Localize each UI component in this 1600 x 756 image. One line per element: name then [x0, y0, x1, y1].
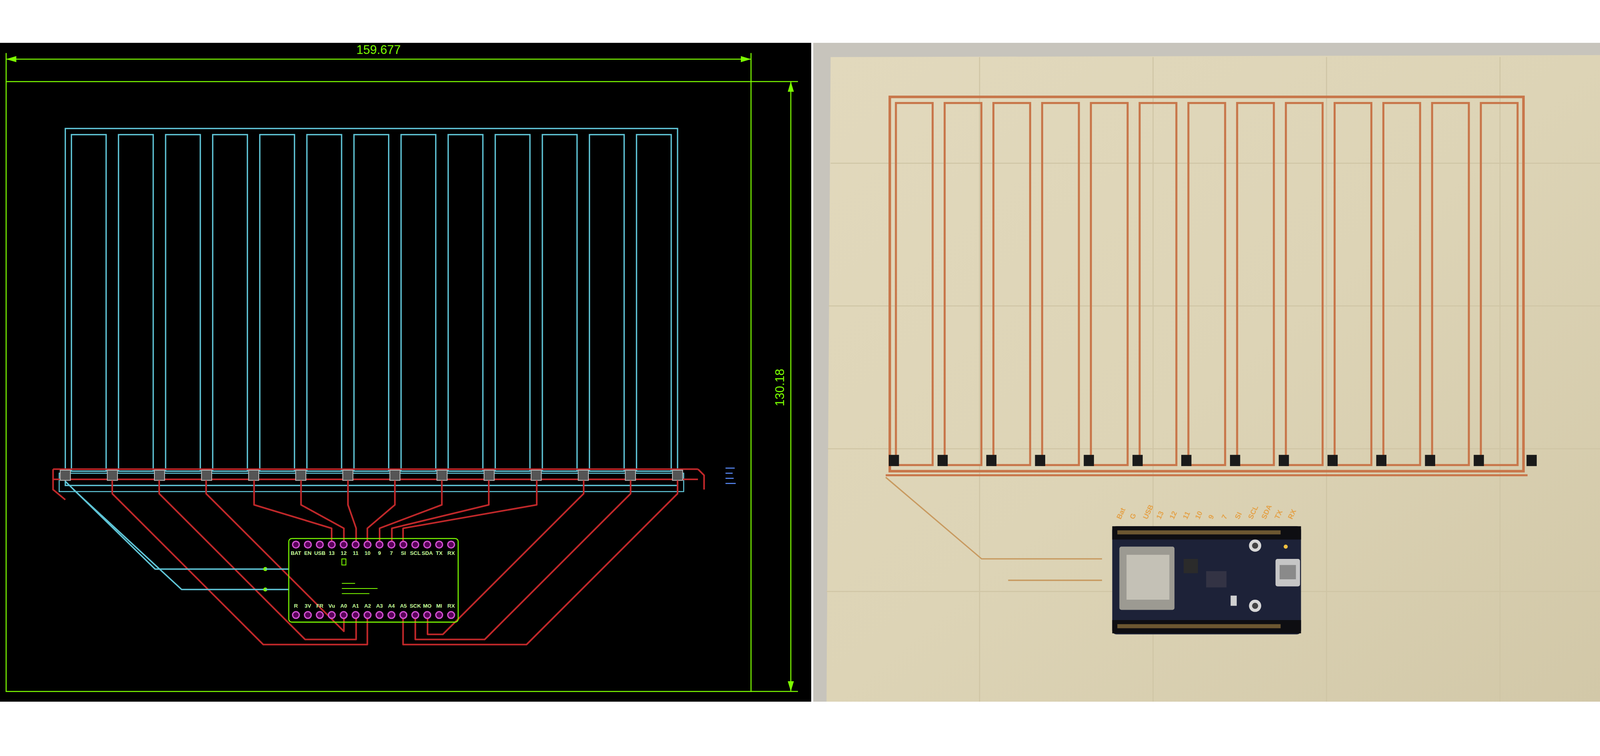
dimension-value: 130.18: [773, 366, 786, 409]
dimension-value: 159.677: [354, 44, 403, 57]
pin-label: FR: [316, 603, 324, 609]
feather-board: [1112, 526, 1302, 635]
pin-label: SI: [400, 550, 406, 556]
pin-label: RX: [447, 603, 455, 609]
pin-label: 3V: [304, 603, 312, 609]
pin-label: 13: [328, 550, 335, 556]
pin-label: 10: [364, 550, 371, 556]
pin-label: MO: [422, 603, 432, 609]
sensor-components: [60, 470, 683, 481]
pin-label: RX: [447, 550, 455, 556]
pin-label: A1: [352, 603, 360, 609]
pin-label: USB: [314, 550, 326, 556]
dimension-width: [6, 53, 751, 82]
pin-label: A3: [376, 603, 383, 609]
microcontroller-footprint: [288, 538, 458, 623]
pin-label: 12: [340, 550, 347, 556]
photo-wires: [885, 477, 1102, 581]
pin-label: Vu: [328, 603, 335, 609]
dimension-height: [751, 81, 798, 692]
pin-label: TX: [435, 550, 443, 556]
pin-label: SCL: [410, 550, 421, 556]
trace-bus: [53, 469, 705, 500]
pin-label: SDA: [421, 550, 433, 556]
signal-traces: [112, 480, 678, 646]
pin-label: 9: [378, 550, 381, 556]
pin-label: A2: [364, 603, 371, 609]
layer-marks: [725, 468, 736, 484]
pin-label: 11: [352, 550, 359, 556]
pin-label: BAT: [290, 550, 302, 556]
pin-label: EN: [304, 550, 312, 556]
photo-panel: [813, 42, 1600, 702]
electrode-comb: [59, 128, 684, 492]
pin-label: A0: [340, 603, 348, 609]
power-wires: [65, 481, 289, 592]
pin-label: MI: [436, 603, 443, 609]
board-outline: [6, 81, 751, 692]
pin-label: SCK: [409, 603, 421, 609]
photo-components: [888, 455, 1537, 467]
pin-label: A5: [400, 603, 407, 609]
cad-panel: [0, 42, 812, 702]
pin-label: A4: [388, 603, 395, 609]
pin-label: 7: [390, 550, 393, 556]
pin-label: R: [294, 603, 298, 609]
copper-comb: [885, 96, 1528, 476]
print-grid: [826, 57, 1600, 702]
